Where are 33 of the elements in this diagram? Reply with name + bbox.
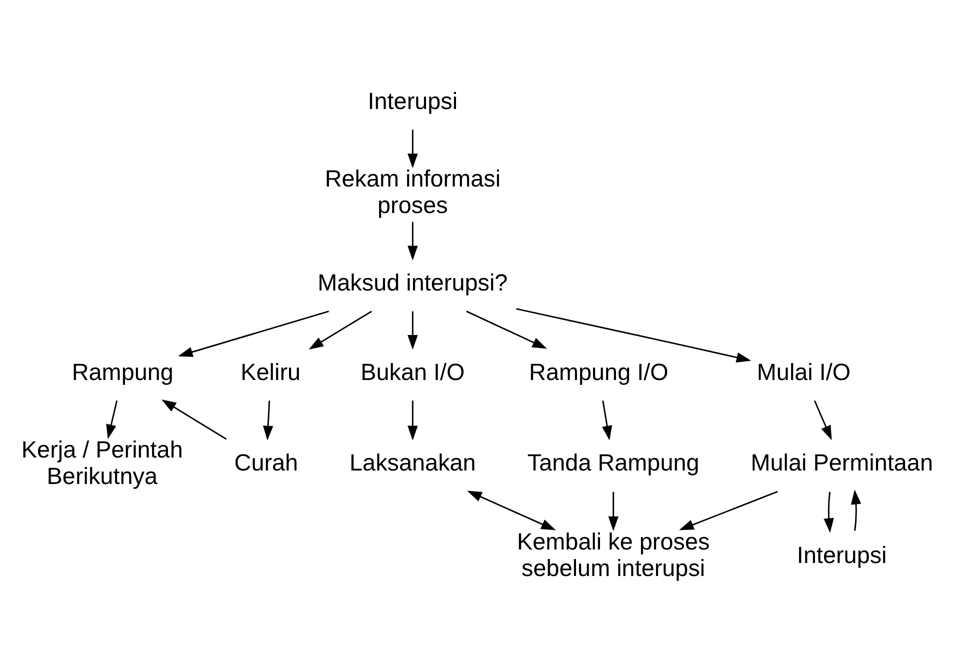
arrow bbox=[466, 310, 548, 349]
arrow bbox=[408, 400, 418, 440]
node-text: Rampung I/O bbox=[529, 358, 668, 385]
node-text: Laksanakan bbox=[350, 450, 476, 476]
node-text: Kembali ke proses sebelum interupsi bbox=[517, 528, 710, 582]
arrow bbox=[608, 492, 618, 532]
arrow bbox=[408, 311, 418, 350]
arrow bbox=[824, 492, 834, 533]
node-text: Mulai I/O bbox=[756, 358, 851, 385]
node-text: Mulai Permintaan bbox=[750, 450, 933, 476]
node-text: Kerja / Perintah Berikutnya bbox=[21, 436, 183, 489]
node-text: Rekam informasi proses bbox=[324, 165, 501, 218]
node-text: Interupsi bbox=[368, 88, 458, 114]
node-text: Maksud interupsi? bbox=[318, 269, 508, 296]
arrow bbox=[602, 400, 612, 440]
node-text: Interupsi bbox=[796, 542, 887, 568]
arrow bbox=[408, 130, 418, 168]
arrow bbox=[408, 222, 418, 260]
node-text: Curah bbox=[234, 450, 298, 476]
node-text: Bukan I/O bbox=[360, 358, 465, 385]
node-text: Rampung bbox=[72, 358, 174, 385]
arrow bbox=[516, 308, 752, 362]
node-text: Keliru bbox=[240, 358, 301, 385]
arrow bbox=[178, 310, 329, 357]
arrow bbox=[262, 400, 274, 440]
arrow bbox=[308, 310, 372, 350]
arrow bbox=[679, 490, 778, 530]
arrow bbox=[162, 399, 227, 440]
arrow bbox=[814, 400, 832, 440]
arrow bbox=[850, 490, 862, 531]
arrow bbox=[467, 490, 556, 530]
arrow bbox=[106, 400, 118, 440]
node-text: Tanda Rampung bbox=[527, 450, 700, 476]
